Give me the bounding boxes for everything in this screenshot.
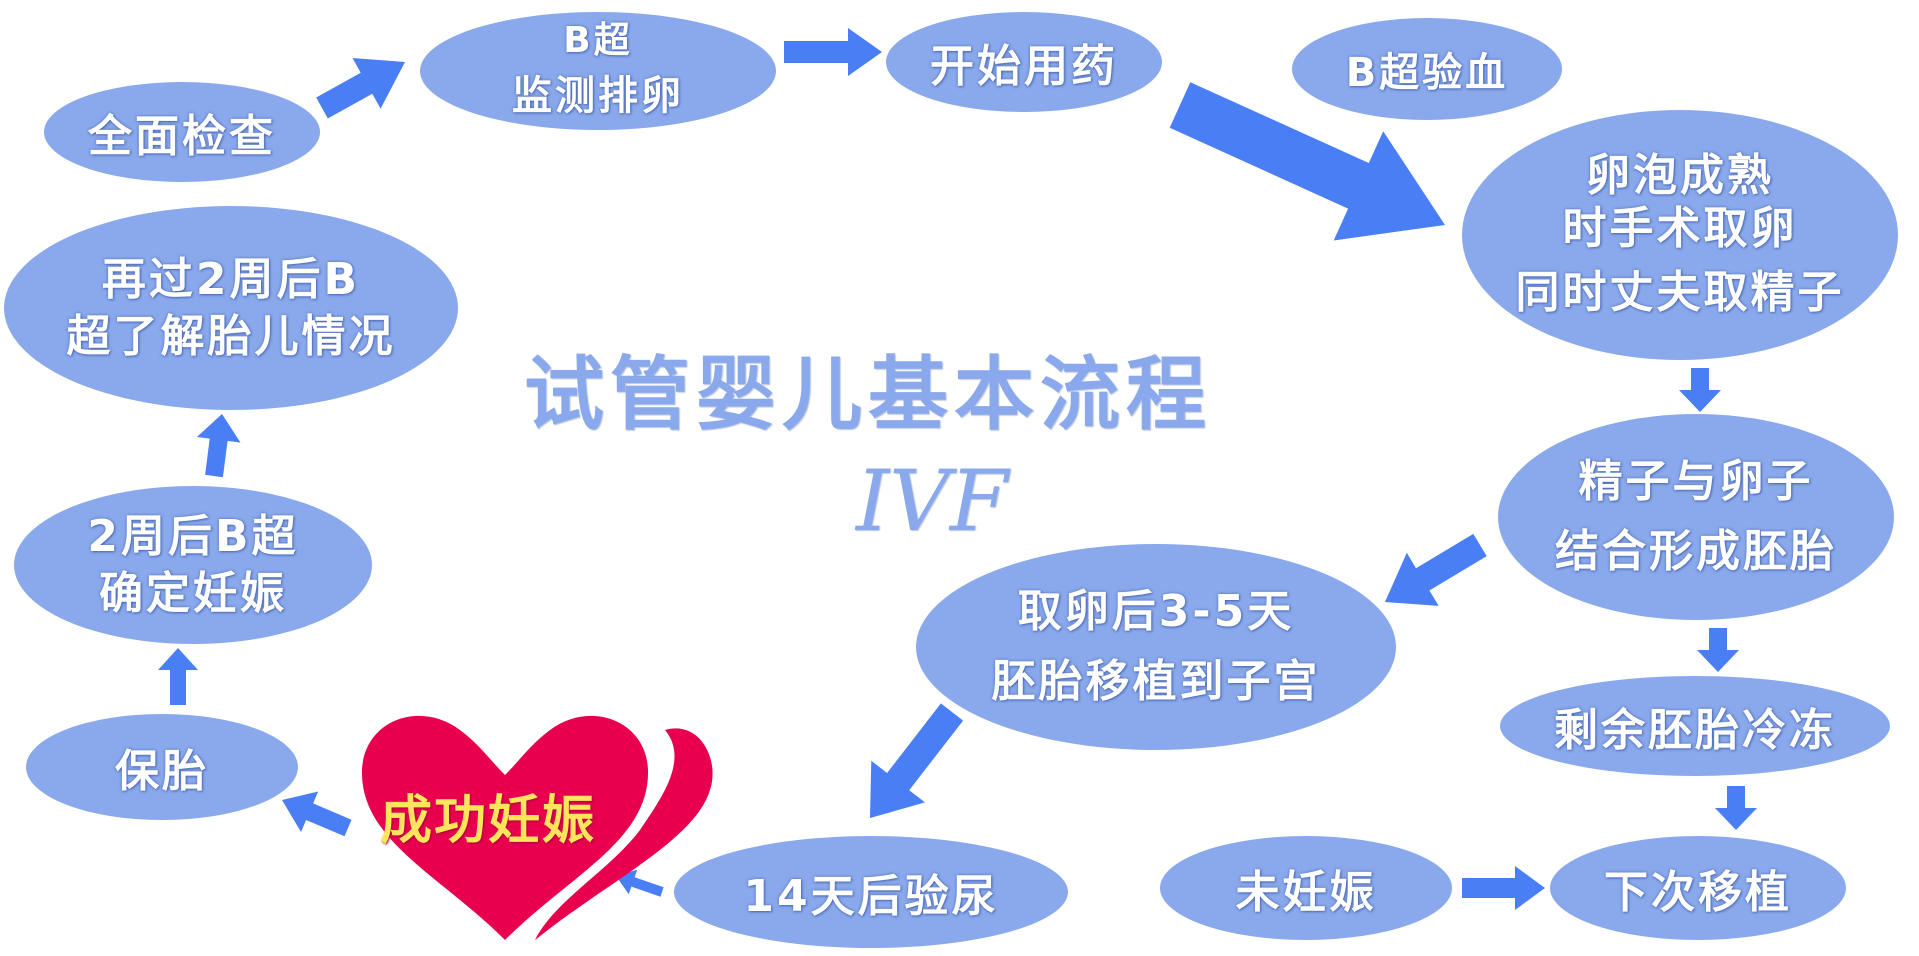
- flow-arrow: [316, 58, 405, 119]
- node-fertilization: 精子与卵子 结合形成胚胎: [1498, 414, 1894, 620]
- flow-arrow: [1697, 628, 1739, 672]
- node-text: 开始用药: [930, 41, 1118, 92]
- node-text: 精子与卵子: [1578, 455, 1814, 507]
- node-monitor-ovulation: B超 监测排卵: [420, 12, 776, 130]
- node-text: 再过2周后B: [101, 253, 361, 305]
- node-text: 时手术取卵: [1562, 202, 1798, 254]
- node-text: 未妊娠: [1235, 867, 1377, 918]
- flow-arrow: [870, 703, 964, 818]
- page-title: 试管婴儿基本流程: [524, 348, 1212, 441]
- flow-arrow: [1462, 866, 1545, 910]
- flow-arrow: [282, 791, 352, 837]
- page-subtitle: IVF: [856, 452, 1009, 550]
- flow-arrow: [1715, 786, 1757, 830]
- node-not-pregnant: 未妊娠: [1160, 836, 1452, 940]
- node-text: 剩余胚胎冷冻: [1554, 705, 1836, 756]
- heart-shape: [361, 715, 649, 940]
- node-text: 全面检查: [88, 111, 276, 162]
- node-text: 2周后B超: [87, 510, 299, 562]
- flow-arrow: [1169, 82, 1445, 241]
- node-text: B超验血: [1345, 50, 1509, 96]
- node-text: 保胎: [115, 746, 209, 797]
- flow-arrow: [158, 648, 198, 705]
- flow-arrows: [158, 28, 1757, 910]
- heart-shape: [535, 728, 713, 940]
- node-text: B超: [563, 20, 633, 61]
- flow-arrow: [1385, 533, 1487, 606]
- node-text: 结合形成胚胎: [1555, 526, 1837, 577]
- node-text: 胚胎移植到子宫: [991, 656, 1321, 707]
- node-text: 确定妊娠: [99, 568, 287, 619]
- node-keep-pregnancy: 保胎: [26, 714, 298, 820]
- node-next-transfer: 下次移植: [1550, 836, 1846, 940]
- node-text: 下次移植: [1604, 867, 1792, 918]
- node-freeze-embryos: 剩余胚胎冷冻: [1500, 676, 1890, 776]
- heart-success-label: 成功妊娠: [380, 791, 597, 851]
- node-urine-test: 14天后验尿: [674, 836, 1068, 948]
- node-full-exam: 全面检查: [44, 82, 320, 182]
- node-start-medication: 开始用药: [886, 12, 1162, 112]
- node-ultrasound-blood: B超验血: [1292, 18, 1562, 120]
- node-text: 14天后验尿: [743, 871, 999, 922]
- node-text: 监测排卵: [512, 73, 684, 119]
- flow-arrow: [196, 414, 241, 478]
- node-text: 卵泡成熟: [1586, 149, 1774, 201]
- node-text: 取卵后3-5天: [1017, 585, 1295, 637]
- node-confirm-pregnancy: 2周后B超 确定妊娠: [14, 486, 372, 644]
- flow-arrow: [1679, 368, 1721, 412]
- node-fetal-check: 再过2周后B 超了解胎儿情况: [4, 206, 458, 410]
- flow-arrow: [784, 28, 882, 76]
- node-embryo-transfer: 取卵后3-5天 胚胎移植到子宫: [916, 544, 1396, 750]
- node-egg-retrieval: 卵泡成熟 时手术取卵 同时丈夫取精子: [1462, 110, 1898, 360]
- node-text: 超了解胎儿情况: [66, 311, 396, 362]
- flow-arrow: [616, 869, 664, 897]
- node-text: 同时丈夫取精子: [1515, 267, 1845, 319]
